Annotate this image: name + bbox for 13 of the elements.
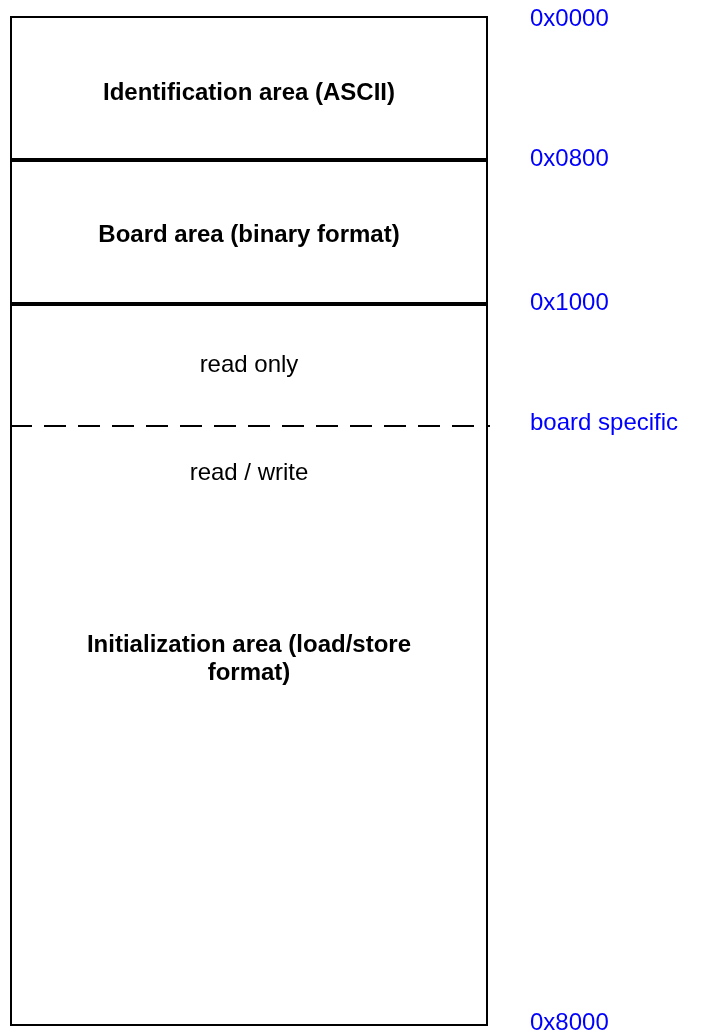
access-note: read / write [189, 458, 309, 485]
memory-region [10, 158, 488, 306]
address-label: 0x0000 [530, 4, 609, 32]
region-title: Board area (binary format) [98, 220, 400, 247]
memory-region [10, 16, 488, 162]
address-label: 0x8000 [530, 1008, 609, 1035]
access-note: read only [199, 350, 299, 377]
address-label: 0x0800 [530, 144, 609, 172]
region-title: Initialization area (load/store format) [86, 630, 412, 685]
address-label: 0x1000 [530, 288, 609, 316]
memory-region [10, 302, 488, 1026]
region-title: Identification area (ASCII) [102, 78, 395, 105]
boundary-note: board specific [530, 408, 679, 436]
